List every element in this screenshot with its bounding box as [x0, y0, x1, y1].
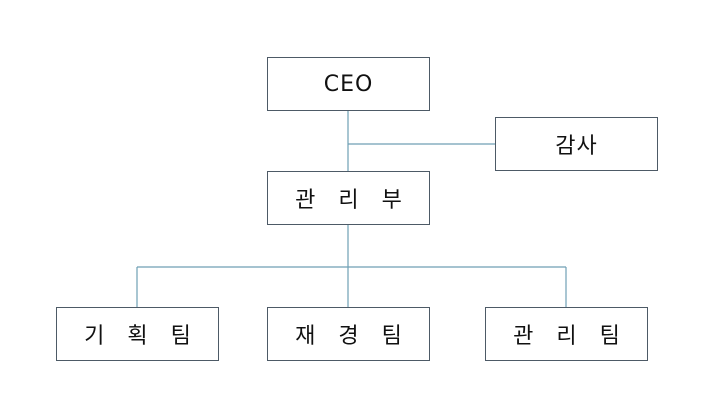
node-management-team: 관 리 팀 — [485, 307, 648, 361]
node-management-department: 관 리 부 — [267, 171, 430, 225]
node-planning-team-label: 기 획 팀 — [84, 324, 199, 349]
node-ceo: CEO — [267, 57, 430, 111]
node-finance-team: 재 경 팀 — [267, 307, 430, 361]
node-management-department-label: 관 리 부 — [295, 188, 410, 213]
node-planning-team: 기 획 팀 — [56, 307, 219, 361]
node-audit-label: 감사 — [555, 134, 598, 159]
node-management-team-label: 관 리 팀 — [513, 324, 628, 349]
node-audit: 감사 — [495, 117, 658, 171]
node-finance-team-label: 재 경 팀 — [295, 324, 410, 349]
node-ceo-label: CEO — [323, 71, 374, 97]
